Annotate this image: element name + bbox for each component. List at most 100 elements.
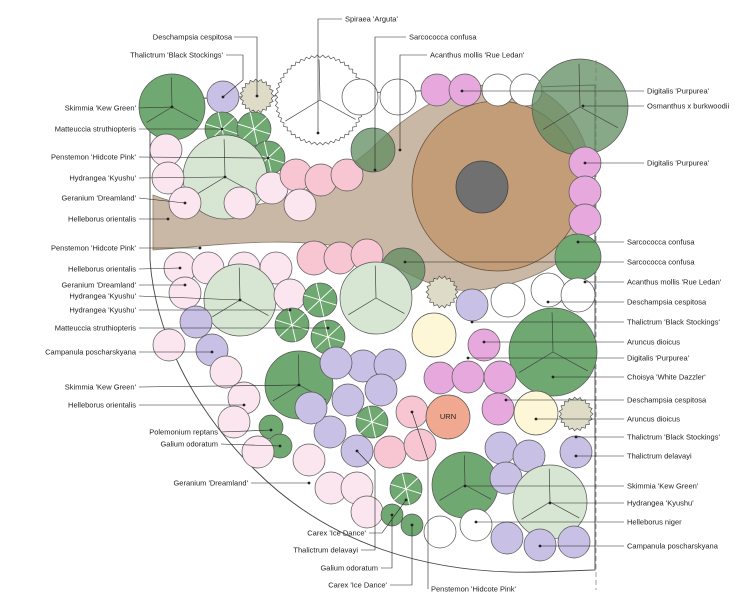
plant-circle — [423, 515, 457, 549]
plant-symbol — [331, 383, 365, 417]
plant-symbol — [149, 133, 183, 167]
plant-symbol — [310, 319, 346, 355]
plant-star-line — [319, 299, 325, 317]
plant-label: Geranium 'Dreamland' — [61, 281, 136, 290]
plant-symbol — [455, 288, 489, 322]
plant-label: Matteuccia struthiopteris — [55, 125, 137, 134]
plant-symbol — [313, 415, 347, 449]
plant-circle — [448, 73, 482, 107]
plant-circle — [331, 383, 365, 417]
leader-line — [138, 267, 181, 270]
leader-dot — [410, 410, 414, 414]
plant-circle — [559, 435, 593, 469]
plant-star-line — [393, 488, 407, 501]
plant-star-line — [253, 128, 271, 135]
patio-centre — [455, 160, 509, 214]
plant-inner-line — [521, 501, 551, 520]
plant-circle — [273, 278, 307, 312]
plant-star-line — [371, 421, 388, 428]
plant-inner-line — [297, 354, 300, 386]
plant-inner-line — [272, 384, 300, 402]
plant-star-line — [291, 324, 309, 331]
plant-symbol — [481, 392, 515, 426]
leader-line — [138, 176, 226, 179]
plant-circle — [294, 391, 328, 425]
plant-circle — [568, 203, 602, 237]
plant-label: Carex 'Ice Dance' — [328, 581, 387, 590]
plant-inner-line — [551, 312, 554, 353]
plant-circle — [341, 78, 379, 116]
leader-line — [369, 499, 407, 534]
plant-circle — [455, 288, 489, 322]
plant-symbol — [459, 508, 493, 542]
leader-lines — [138, 18, 644, 589]
plant-label: Sarcococca confusa — [409, 33, 477, 42]
plant-symbol — [568, 175, 602, 209]
leader-dot — [574, 454, 578, 458]
plant-inner-line — [170, 77, 173, 108]
leader-dot — [482, 340, 486, 344]
plant-inner-line — [238, 267, 241, 301]
leader-dot — [266, 156, 270, 160]
plant-circle — [420, 73, 454, 107]
leader-dot — [223, 175, 227, 179]
plant-inner-line — [348, 297, 377, 316]
plant-label: Campanula poscharskyana — [627, 542, 719, 551]
plant-star-line — [405, 488, 410, 505]
plant-symbol — [508, 307, 598, 397]
plant-inner-line — [223, 139, 226, 178]
plant-label: Galium odoratum — [160, 440, 218, 449]
leader-line — [138, 156, 269, 159]
plant-circle — [568, 175, 602, 209]
plant-inner-line — [374, 265, 377, 299]
plant-symbol — [294, 391, 328, 425]
plant-label: Matteuccia struthiopteris — [55, 324, 137, 333]
leader-dot — [278, 444, 282, 448]
plant-star-line — [371, 421, 376, 438]
leader-dot — [404, 498, 408, 502]
leader-dot — [538, 544, 542, 548]
plant-symbol — [490, 521, 524, 555]
leader-dot — [398, 148, 402, 152]
plant-label: Deschampsia cespitosa — [153, 33, 233, 42]
plant-symbol — [483, 360, 517, 394]
plant-label: Hydrangea 'Kyushu' — [69, 292, 136, 301]
plant-symbol — [350, 495, 384, 529]
plant-symbol — [350, 127, 396, 173]
plant-symbol — [274, 54, 366, 146]
leader-dot — [583, 161, 587, 165]
plant-inner-line — [319, 99, 356, 120]
plant-label: Penstemon 'Hidcote Pink' — [51, 153, 137, 162]
plant-circle — [313, 415, 347, 449]
leader-dot — [316, 131, 320, 135]
plant-star-line — [263, 141, 269, 159]
plant-label: Geranium 'Dreamland' — [61, 194, 136, 203]
plant-star-line — [311, 331, 329, 338]
leader-dot — [288, 308, 292, 312]
plant-inner-line — [463, 455, 466, 486]
plant-symbol — [292, 443, 326, 477]
labels-right: Digitalis 'Purpurea'Osmanthus x burkwood… — [627, 87, 729, 551]
plant-circle — [350, 127, 396, 173]
plant-circle — [209, 355, 243, 389]
plant-symbol — [568, 203, 602, 237]
plant-label: Penstemon 'Hidcote Pink' — [51, 244, 137, 253]
leader-dot — [390, 513, 394, 517]
leader-line — [317, 18, 342, 133]
plant-star-line — [241, 128, 255, 141]
leader-dot — [534, 417, 538, 421]
leader-line — [138, 295, 241, 301]
plant-circle — [330, 158, 364, 192]
leader-line — [374, 36, 406, 170]
plant-star-line — [307, 299, 321, 312]
plant-inner-line — [285, 99, 321, 122]
plant-star-line — [405, 477, 419, 490]
plant-label: Helleborus orientalis — [68, 401, 136, 410]
leader-dot — [410, 523, 414, 527]
plant-circle — [481, 392, 515, 426]
leader-line — [356, 450, 376, 551]
plant-label: Galium odoratum — [320, 564, 378, 573]
plant-symbol — [490, 282, 526, 318]
